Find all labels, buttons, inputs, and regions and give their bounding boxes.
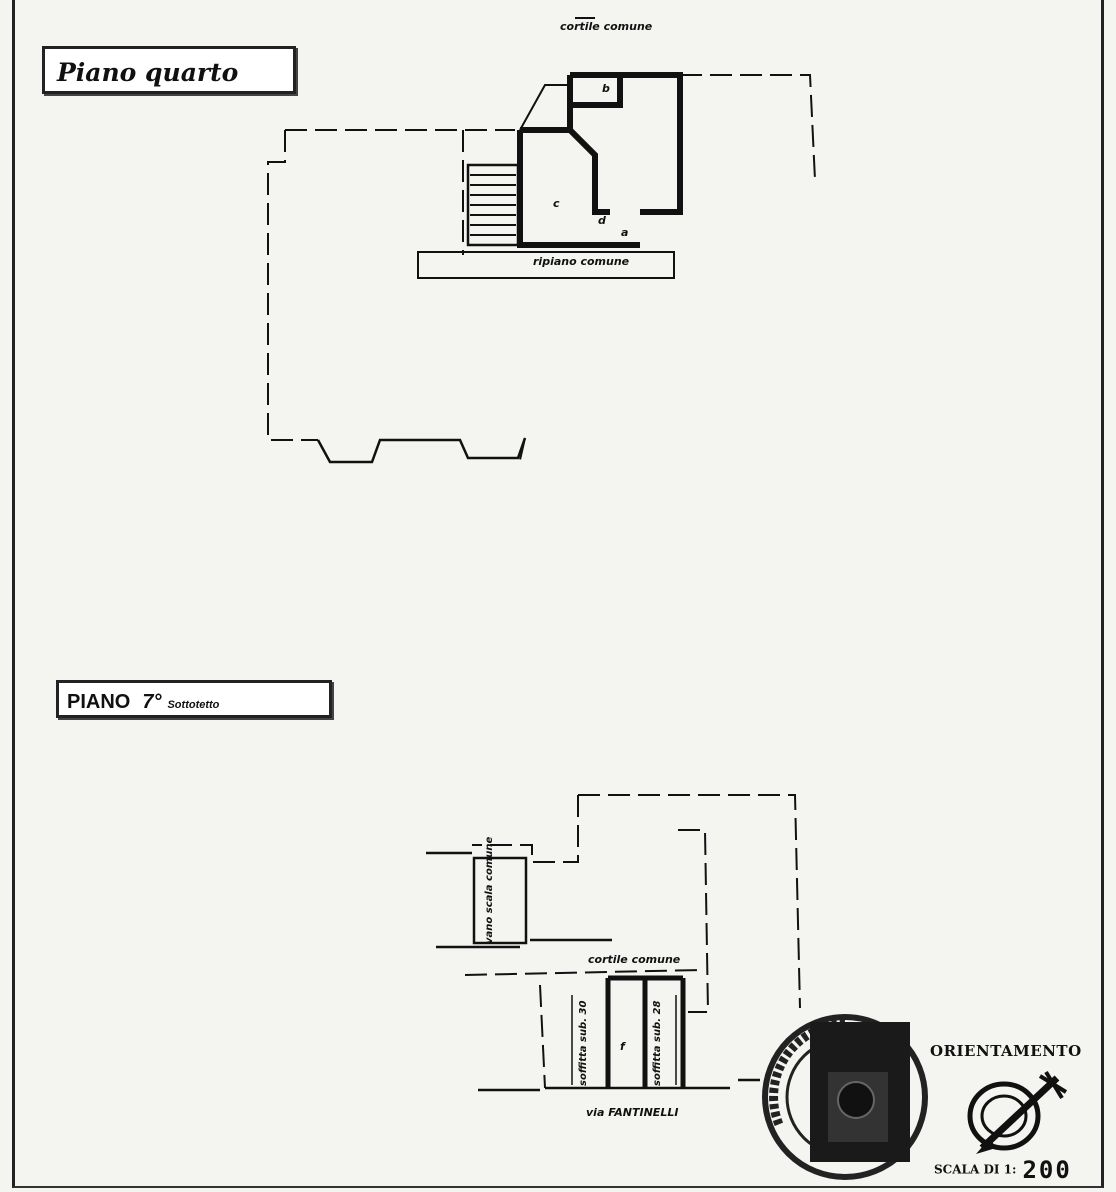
floor7-stair: [472, 856, 528, 945]
floor7-cortile-label: cortile comune: [588, 953, 681, 966]
floor4-landing: [417, 251, 675, 279]
floor7-title-box: PIANO 7° Sottotetto: [56, 680, 332, 718]
floor4-cortile-label: cortile comune: [560, 20, 653, 33]
floor4-room-d: d: [598, 214, 606, 227]
stamp-seal: [762, 1014, 928, 1180]
north-arrow-icon: [967, 1070, 1068, 1154]
floor4-outline-left: [267, 130, 318, 441]
floor7-title: PIANO: [67, 691, 131, 713]
page-border: [12, 0, 1104, 1188]
floor7-soffitta-right-label: soffitta sub. 28: [652, 1000, 663, 1086]
floor7-room-f: f: [620, 1040, 625, 1053]
floor7-soffitta-left-label: soffitta sub. 30: [578, 1000, 589, 1086]
floor4-room-c: c: [553, 197, 560, 210]
floor4-room-b: b: [602, 82, 610, 95]
floor4-title-box: Piano quarto: [42, 46, 296, 94]
scale-value: 200: [1022, 1156, 1072, 1184]
floor4-room-a: a: [621, 226, 629, 239]
scale-label: SCALA DI 1: 200: [934, 1156, 1072, 1184]
floor4-outline-right: [680, 74, 816, 181]
floor7-outline-left: [472, 795, 579, 863]
floor4-landing-label: ripiano comune: [533, 255, 630, 268]
floor4-bottom-edge: [316, 437, 527, 464]
floor7-subtitle: Sottotetto: [167, 699, 220, 711]
floor4-apartment-wall: [570, 72, 683, 215]
orientation-title: ORIENTAMENTO: [930, 1042, 1082, 1060]
floor7-number: 7°: [142, 691, 162, 713]
floor7-outline-right: [578, 794, 801, 1009]
floor4-title: Piano quarto: [57, 58, 239, 87]
floor7-vano-scala-label: vano scala comune: [484, 836, 495, 944]
floor7-via-label: via FANTINELLI: [586, 1106, 679, 1119]
scale-prefix: SCALA DI 1:: [934, 1162, 1017, 1177]
